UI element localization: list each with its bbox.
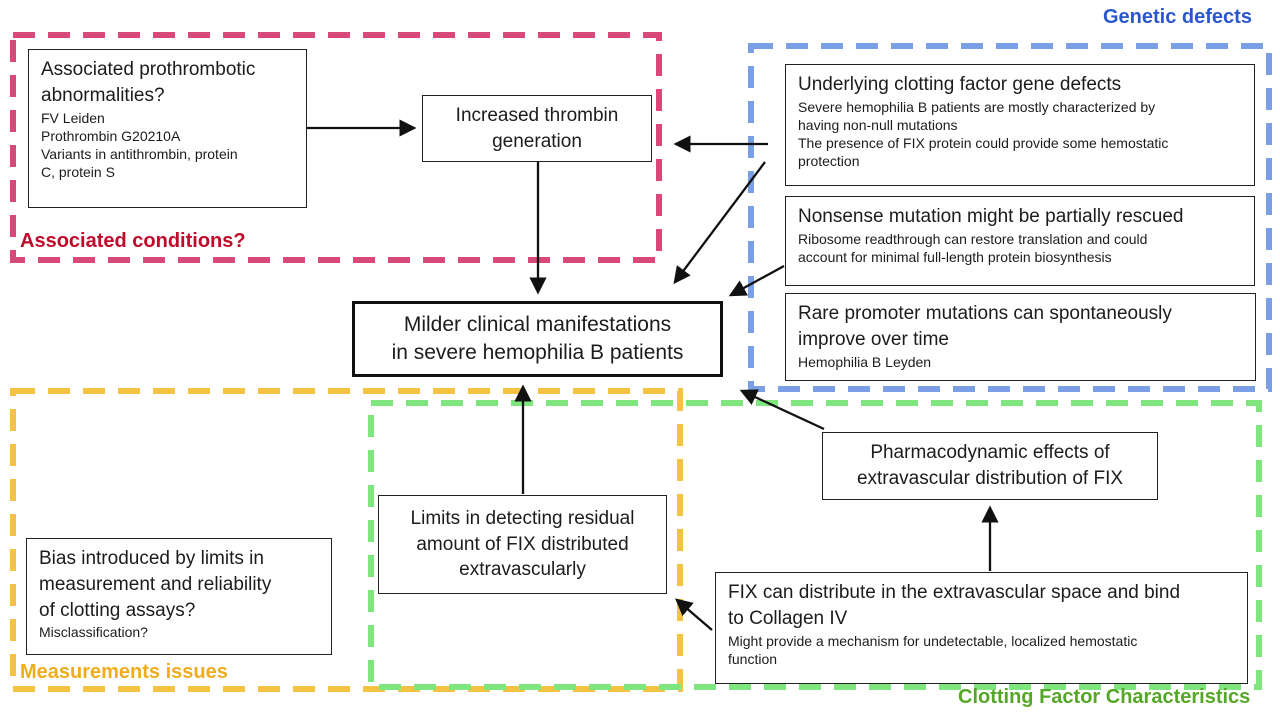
- node-title-line: Rare promoter mutations can spontaneousl…: [798, 303, 1172, 324]
- node-body-line: The presence of FIX protein could provid…: [798, 135, 1169, 152]
- node-title-line: Underlying clotting factor gene defects: [798, 74, 1122, 95]
- node-increased-thrombin-generation: Increased thrombin generation: [422, 95, 652, 162]
- node-title-line: FIX can distribute in the extravascular …: [728, 582, 1181, 603]
- node-body-line: Variants in antithrombin, protein: [41, 146, 238, 163]
- arrow-nonsense-to-milder: [728, 264, 785, 297]
- measurements-issues-group-border: [10, 388, 683, 692]
- node-nonsense-mutation-partially-rescued: Nonsense mutation might be partially res…: [785, 196, 1255, 286]
- node-title-line: generation: [492, 130, 582, 152]
- node-title-line: improve over time: [798, 328, 949, 350]
- node-milder-clinical-manifestations: Milder clinical manifestations in severe…: [352, 301, 723, 377]
- node-body-line: Prothrombin G20210A: [41, 127, 181, 144]
- group-label-genetic-defects: Genetic defects: [1103, 6, 1252, 28]
- node-body-line: protection: [798, 153, 860, 170]
- arrow-fix-to-limits: [675, 598, 713, 631]
- node-title-line: in severe hemophilia B patients: [391, 341, 684, 364]
- clotting-factor-group-border: [368, 400, 1262, 690]
- group-label-associated-conditions: Associated conditions?: [20, 230, 246, 252]
- node-title-line: abnormalities?: [41, 84, 165, 106]
- node-associated-prothrombotic-abnormalities: Associated prothrombotic abnormalities? …: [28, 49, 307, 208]
- node-body-line: Misclassification?: [39, 624, 148, 641]
- node-title-line: Limits in detecting residual: [410, 507, 635, 529]
- node-title-line: Bias introduced by limits in: [39, 548, 264, 569]
- node-rare-promoter-mutations: Rare promoter mutations can spontaneousl…: [785, 293, 1256, 381]
- node-bias-measurement-reliability: Bias introduced by limits in measurement…: [26, 538, 332, 655]
- node-body-line: account for minimal full-length protein …: [798, 249, 1112, 266]
- node-title-line: Increased thrombin: [455, 104, 619, 126]
- group-label-measurements-issues: Measurements issues: [20, 661, 228, 683]
- associated-conditions-group-border: [10, 32, 662, 263]
- node-body-line: FV Leiden: [41, 109, 105, 126]
- node-underlying-clotting-factor-gene-defects: Underlying clotting factor gene defects …: [785, 64, 1255, 186]
- node-title-line: measurement and reliability: [39, 573, 272, 595]
- group-label-clotting-factor-characteristics: Clotting Factor Characteristics: [958, 686, 1251, 708]
- genetic-defects-group-border: [748, 43, 1272, 392]
- node-body-line: function: [728, 650, 778, 667]
- node-title-line: extravascular distribution of FIX: [856, 468, 1124, 489]
- node-title-line: Pharmacodynamic effects of: [870, 442, 1110, 464]
- node-title-line: Nonsense mutation might be partially res…: [798, 206, 1184, 227]
- node-title-line: Milder clinical manifestations: [403, 313, 672, 337]
- node-title-line: extravascularly: [459, 559, 586, 581]
- node-title-line: Associated prothrombotic: [41, 59, 256, 80]
- node-body-line: Might provide a mechanism for undetectab…: [728, 632, 1138, 649]
- node-body-line: Ribosome readthrough can restore transla…: [798, 230, 1148, 247]
- node-title-line: of clotting assays?: [39, 599, 196, 621]
- arrow-underlying-to-milder: [673, 161, 766, 285]
- node-body-line: C, protein S: [41, 164, 115, 181]
- node-title-line: to Collagen IV: [728, 607, 848, 629]
- node-fix-distribute-extravascular-collagen: FIX can distribute in the extravascular …: [715, 572, 1248, 684]
- arrow-pharma-to-milder: [739, 389, 825, 431]
- node-limits-in-detecting-residual-fix: Limits in detecting residual amount of F…: [378, 495, 667, 594]
- node-pharmacodynamic-effects-extravascular-fix: Pharmacodynamic effects of extravascular…: [822, 432, 1158, 500]
- node-body-line: Hemophilia B Leyden: [798, 353, 932, 370]
- node-title-line: amount of FIX distributed: [416, 533, 629, 555]
- node-body-line: Severe hemophilia B patients are mostly …: [798, 98, 1156, 115]
- node-body-line: having non-null mutations: [798, 117, 958, 134]
